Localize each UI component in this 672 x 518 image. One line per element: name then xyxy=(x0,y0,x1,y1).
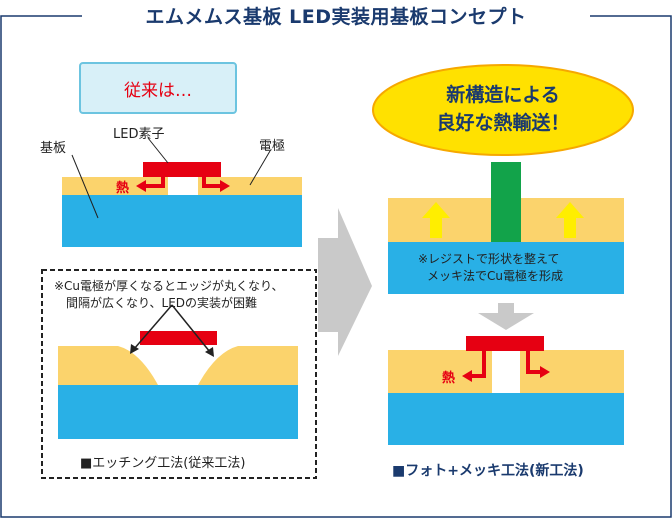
plating-caption: ■フォト+メッキ工法(新工法) xyxy=(392,463,584,479)
thermal-column xyxy=(491,162,521,242)
etching-note-line2: 間隔が広くなり、LEDの実装が困難 xyxy=(66,296,258,310)
led-label: LED素子 xyxy=(113,127,165,142)
heat-arrowhead-right xyxy=(220,180,230,192)
new-top-figure xyxy=(388,162,624,294)
final-substrate xyxy=(388,393,624,445)
title-mask xyxy=(82,4,590,30)
heat-up-arrow-right xyxy=(556,202,584,238)
final-heat-arrowhead-left xyxy=(462,370,472,382)
conventional-badge: 従来は… xyxy=(79,62,237,114)
etching-box xyxy=(41,269,317,479)
page-title: エムメムス基板 LED実装用基板コンセプト xyxy=(145,6,527,28)
plating-note-line1: ※レジストで形状を整えて xyxy=(418,252,560,266)
heat-arrowhead-left xyxy=(136,180,146,192)
final-heat-arrowhead-right xyxy=(540,366,550,378)
step-down-arrow xyxy=(478,303,534,330)
substrate-leader xyxy=(71,154,99,219)
heat-label-new: 熱 xyxy=(442,371,456,386)
heat-arrow-right xyxy=(202,177,222,188)
electrode-leader xyxy=(249,150,271,186)
substrate-label: 基板 xyxy=(40,141,67,156)
heat-label-conventional: 熱 xyxy=(116,181,130,196)
substrate-layer xyxy=(62,195,302,247)
note-pointer-right xyxy=(171,304,211,353)
transition-arrow xyxy=(318,208,372,356)
note-pointer-right-head xyxy=(205,347,214,357)
final-heat-arrow-left xyxy=(470,351,486,378)
etching-substrate xyxy=(58,385,298,439)
heat-up-arrow-left xyxy=(422,202,450,238)
etching-electrode-left xyxy=(58,346,158,385)
etching-figure xyxy=(58,304,298,439)
plating-note-line2: メッキ法でCu電極を形成 xyxy=(427,269,563,283)
final-heat-arrow-right xyxy=(526,351,542,374)
etching-note-line1: ※Cu電極が厚くなるとエッジが丸くなり、 xyxy=(54,279,284,293)
highlight-bubble xyxy=(372,64,634,156)
etching-caption: ■エッチング工法(従来工法) xyxy=(80,456,246,471)
note-pointer-left-head xyxy=(130,344,139,354)
conventional-top-figure xyxy=(62,137,302,247)
bubble-text: 新構造による 良好な熱輸送！ xyxy=(372,62,634,156)
new-bottom-figure xyxy=(388,336,624,445)
etching-led-chip xyxy=(140,331,217,345)
note-pointer-left xyxy=(133,304,173,350)
etching-electrode-right xyxy=(198,346,298,385)
final-led-chip xyxy=(466,336,544,351)
final-electrode-gap xyxy=(492,350,520,393)
bubble-line1: 新構造による xyxy=(446,84,560,106)
bubble-line2: 良好な熱輸送！ xyxy=(436,112,570,134)
led-leader xyxy=(147,137,169,164)
heat-arrow-left xyxy=(144,177,165,188)
new-substrate-layer xyxy=(388,242,624,294)
electrode-label: 電極 xyxy=(259,139,286,154)
led-chip xyxy=(143,162,221,177)
electrode-gap xyxy=(168,177,198,195)
